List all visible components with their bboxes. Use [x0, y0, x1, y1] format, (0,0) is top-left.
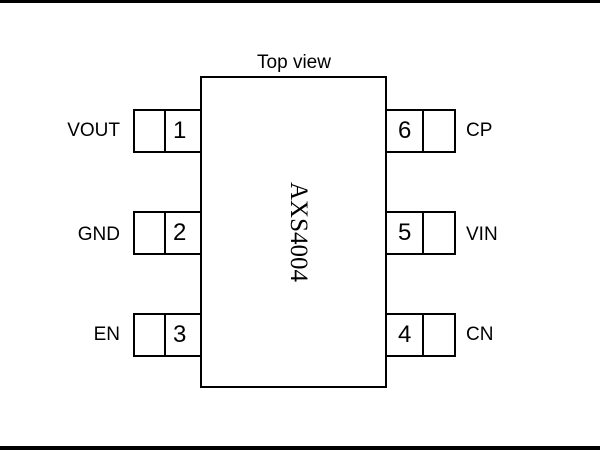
pin-number: 5 — [398, 219, 412, 246]
chip-name: AXS4004 — [285, 181, 312, 283]
pin-6: 6 — [385, 109, 456, 153]
view-label: Top view — [257, 52, 331, 73]
pin-number: 3 — [173, 321, 187, 348]
pin-divider — [422, 315, 424, 355]
pin-name-2: GND — [77, 224, 120, 245]
pin-number: 2 — [173, 219, 187, 246]
pin-divider — [164, 111, 166, 151]
pin-5: 5 — [385, 211, 456, 255]
pin-1: 1 — [133, 109, 202, 153]
pin-4: 4 — [385, 313, 456, 357]
pin-divider — [164, 213, 166, 253]
pin-name-5: VIN — [466, 224, 498, 245]
pin-divider — [422, 213, 424, 253]
pin-name-1: VOUT — [67, 120, 120, 141]
pin-number: 4 — [398, 321, 412, 348]
pin-3: 3 — [133, 313, 202, 357]
pin-divider — [422, 111, 424, 151]
pin-name-6: CP — [466, 120, 493, 141]
pin-number: 1 — [173, 117, 187, 144]
pin-name-3: EN — [93, 324, 120, 345]
pin-number: 6 — [398, 117, 412, 144]
chip-body — [200, 76, 387, 388]
pin-divider — [164, 315, 166, 355]
pin-name-4: CN — [466, 324, 494, 345]
pin-2: 2 — [133, 211, 202, 255]
